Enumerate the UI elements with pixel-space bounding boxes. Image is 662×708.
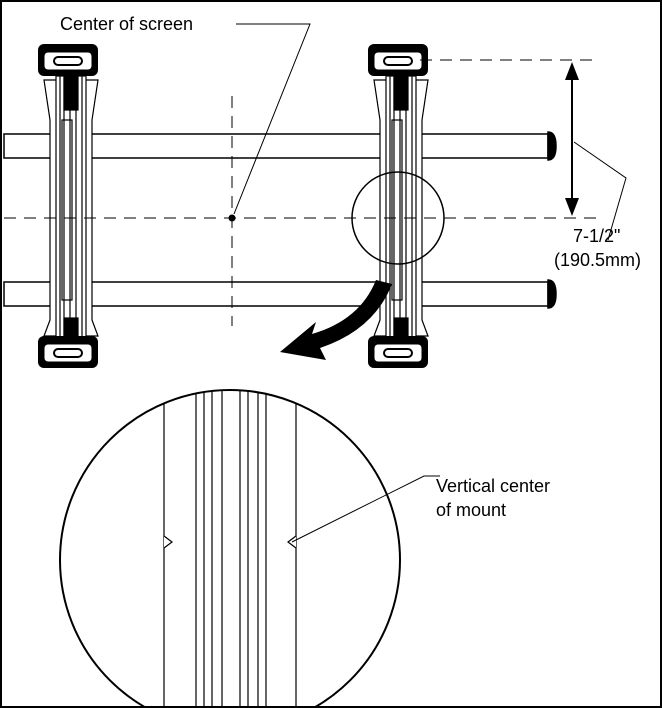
left-top-clip bbox=[38, 44, 98, 76]
vertical-center-leader bbox=[291, 475, 440, 543]
dimension-imperial-label: 7-1/2" bbox=[573, 226, 620, 246]
right-vertical-mount bbox=[373, 69, 429, 349]
left-vertical-mount bbox=[43, 69, 99, 349]
center-of-screen-label: Center of screen bbox=[60, 14, 193, 34]
center-of-screen-leader bbox=[233, 23, 311, 215]
vertical-center-label-line2: of mount bbox=[436, 500, 506, 520]
upper-horizontal-rail bbox=[3, 131, 557, 161]
zoom-detail-content bbox=[163, 390, 297, 708]
zoom-arrow bbox=[280, 280, 392, 360]
screen-center-dot bbox=[228, 214, 236, 222]
right-top-clip bbox=[368, 44, 428, 76]
lower-horizontal-rail bbox=[3, 279, 557, 309]
dimension-leader bbox=[573, 141, 627, 241]
right-bottom-clip bbox=[368, 336, 428, 368]
detail-callout-circle bbox=[351, 171, 445, 265]
zoom-detail-circle bbox=[59, 389, 401, 708]
dimension-metric-label: (190.5mm) bbox=[554, 250, 641, 270]
left-bottom-clip bbox=[38, 336, 98, 368]
dimension-arrow bbox=[565, 62, 579, 216]
vertical-center-label-line1: Vertical center bbox=[436, 476, 550, 496]
